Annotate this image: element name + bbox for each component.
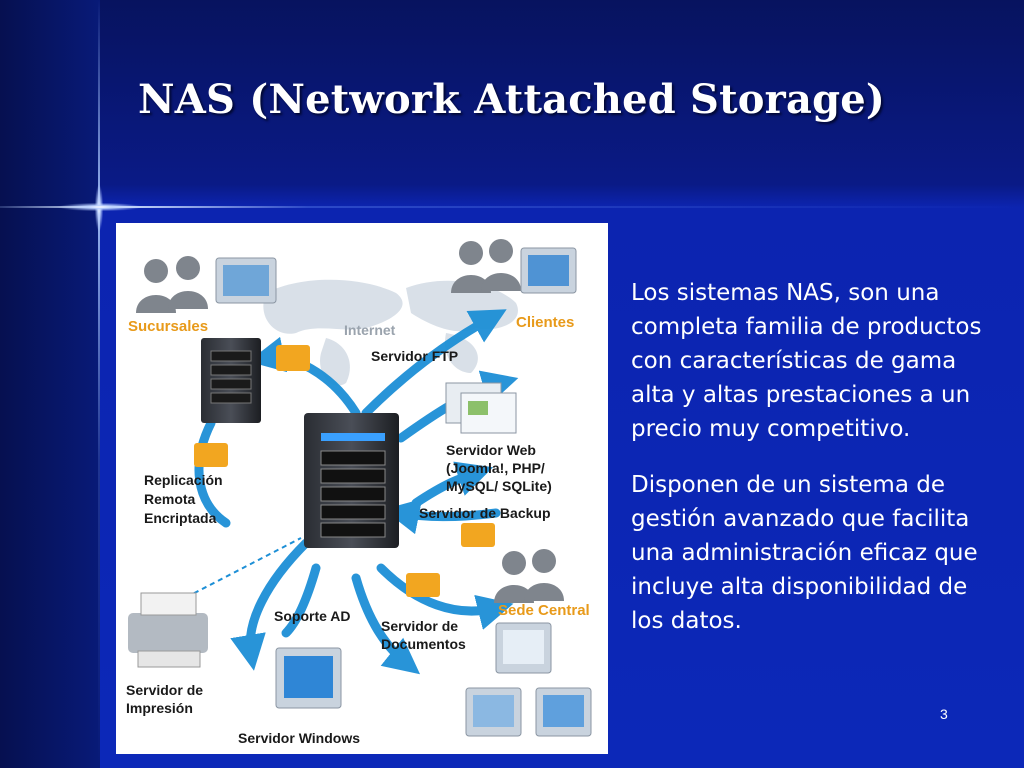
users-icon	[136, 239, 564, 603]
label-internet: Internet	[344, 322, 396, 338]
paragraph-2: Disponen de un sistema de gestión avanza…	[631, 472, 978, 634]
left-band	[0, 0, 100, 768]
label-servidor-documentos-2: Documentos	[381, 636, 466, 652]
vertical-light-line	[98, 0, 100, 768]
web-pages-icon	[445, 382, 517, 434]
nas-server-main-icon	[304, 413, 399, 548]
label-encriptada: Encriptada	[144, 510, 217, 526]
nas-server-small-icon	[201, 338, 261, 423]
folder-icon	[194, 345, 495, 597]
paragraph-1: Los sistemas NAS, son una completa famil…	[631, 280, 982, 442]
label-servidor-web-2: (Joomla!, PHP/	[446, 460, 545, 476]
printer-icon	[128, 592, 208, 668]
horizontal-light-line	[0, 206, 1024, 208]
label-sede-central: Sede Central	[498, 602, 590, 619]
body-text: Los sistemas NAS, son una completa famil…	[631, 276, 1001, 660]
label-servidor-web-3: MySQL/ SQLite)	[446, 478, 552, 494]
label-remota: Remota	[144, 491, 196, 507]
slide-title: NAS (Network Attached Storage)	[138, 76, 886, 123]
label-servidor-ftp: Servidor FTP	[371, 348, 458, 364]
monitor-icon	[215, 247, 592, 737]
sparkle-glow	[50, 202, 150, 212]
label-servidor-impresion-2: Impresión	[126, 700, 193, 716]
world-map	[263, 279, 518, 386]
nas-diagram: Sucursales Clientes Internet Servidor FT…	[116, 223, 608, 754]
label-servidor-documentos: Servidor de	[381, 618, 458, 634]
label-servidor-windows: Servidor Windows	[238, 730, 360, 746]
label-clientes: Clientes	[516, 314, 574, 331]
label-servidor-backup: Servidor de Backup	[419, 505, 551, 521]
label-servidor-web: Servidor Web	[446, 442, 536, 458]
label-sucursales: Sucursales	[128, 318, 208, 335]
page-number: 3	[940, 706, 948, 722]
label-servidor-impresion: Servidor de	[126, 682, 203, 698]
label-replicacion: Replicación	[144, 472, 223, 488]
label-soporte-ad: Soporte AD	[274, 608, 350, 624]
